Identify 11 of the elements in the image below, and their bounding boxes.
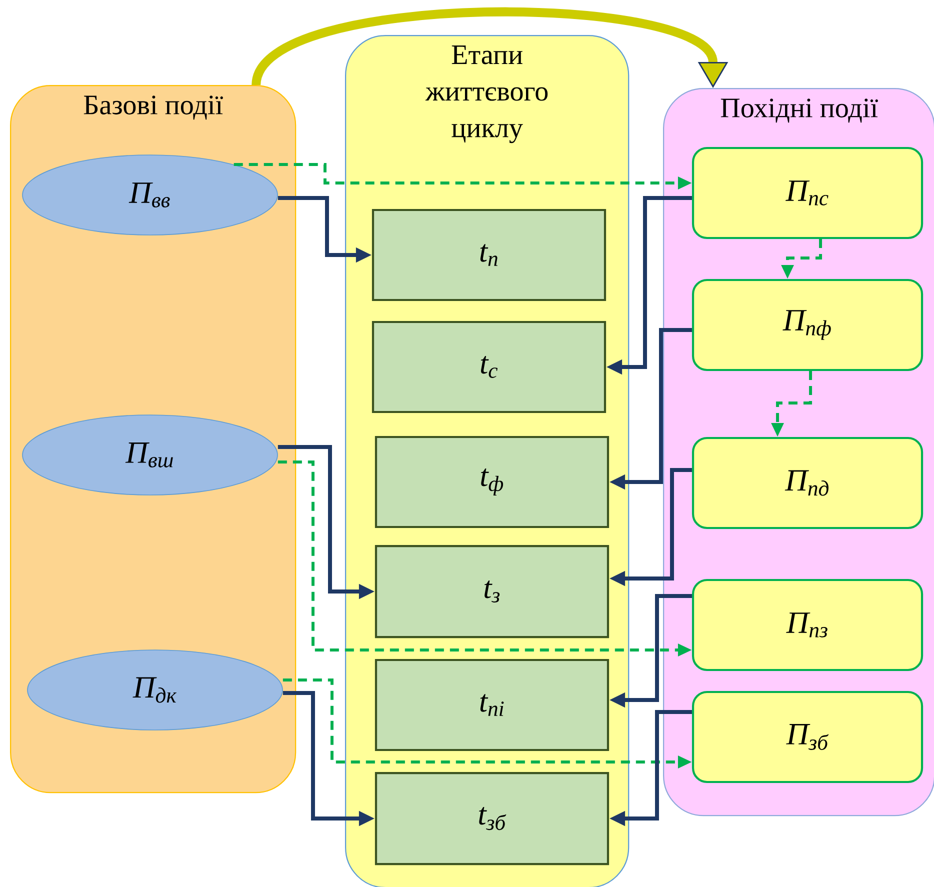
stage-box: t$_{зб}$ xyxy=(374,772,610,866)
event-box: П$_{пд}$ xyxy=(692,436,924,530)
stage-box: t$_{пі}$ xyxy=(374,658,610,752)
event-box: П$_{пз}$ xyxy=(692,578,924,672)
event-box: П$_{зб}$ xyxy=(692,690,924,784)
stage-box: t$_{з}$ xyxy=(374,544,610,638)
stage-box: t$_{п}$ xyxy=(372,208,606,302)
stage-box: t$_{с}$ xyxy=(372,320,606,414)
event-box: П$_{пф}$ xyxy=(692,278,924,372)
event-box: П$_{пс}$ xyxy=(692,146,924,240)
stage-box: t$_{ф}$ xyxy=(374,436,610,528)
